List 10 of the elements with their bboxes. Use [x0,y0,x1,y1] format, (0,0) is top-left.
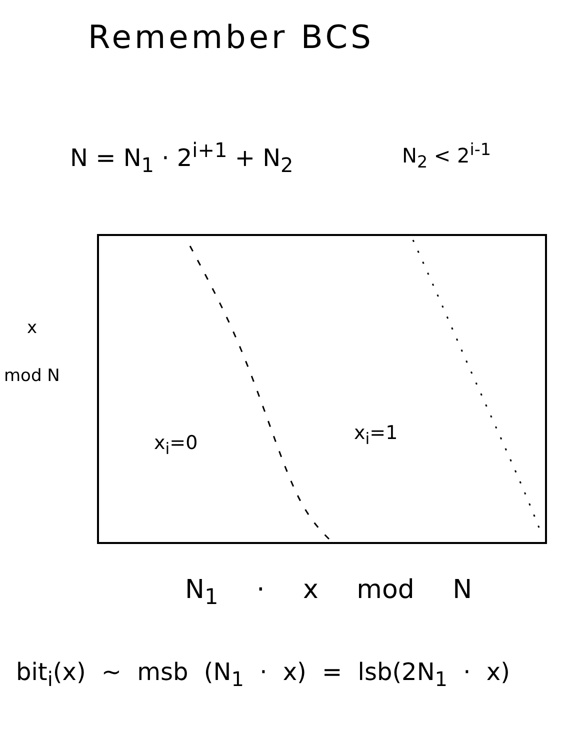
title: Remember BCS [88,18,374,56]
formula-text: N$_{1}$ · x mod N [185,575,472,610]
formula-text: mod N [4,366,60,386]
region-label: x$_{i}$=1 [354,422,398,448]
formula-text: bit$_{i}$(x) ~ msb (N$_{1}$ · x) = lsb(2N$_{1}$ · x) [16,658,510,691]
region-label: x$_{i}$=0 [154,432,198,458]
formula-text: N$_{2}$ < 2$^{i-1}$ [402,140,492,172]
formula-text: x [27,318,38,338]
region-box [97,234,547,544]
formula-text: N = N$_{1}$ · 2$^{i+1}$ + N$_{2}$ [70,138,294,177]
